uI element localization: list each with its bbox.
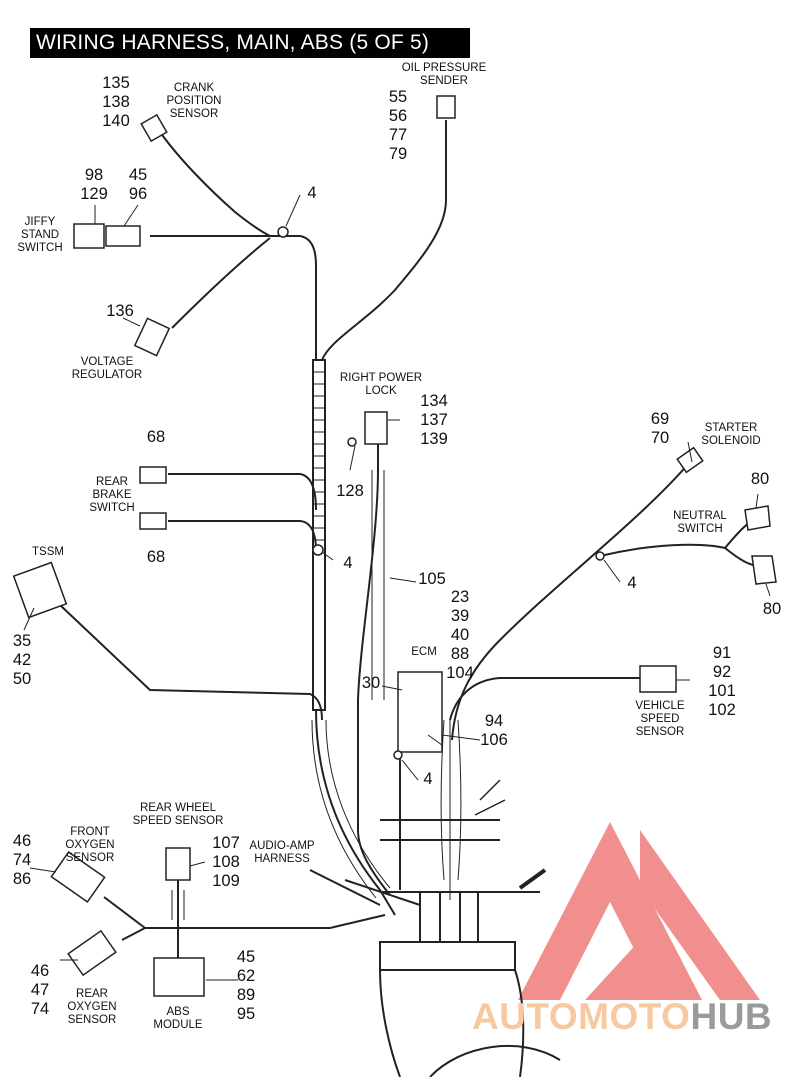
callout-neutral-top: 80 [750, 470, 770, 488]
callout-clip-105: 105 [418, 570, 446, 588]
clip-top [277, 226, 289, 238]
callout-clip-mid: 4 [343, 554, 353, 572]
rear-brake-top-connector [139, 466, 167, 484]
callout-ecm-clip: 4 [423, 770, 433, 788]
watermark-part2: HUB [690, 996, 773, 1037]
voltage-regulator-connector [133, 317, 171, 357]
rear-o2-connector [67, 929, 117, 977]
callout-power-lock-clip: 128 [336, 482, 364, 500]
callout-voltage-reg: 136 [106, 302, 134, 320]
callout-rear-brake-bottom: 68 [146, 548, 166, 566]
frame-bracket [379, 941, 516, 971]
wire-voltage-regulator [171, 237, 271, 329]
starter-connector [676, 446, 704, 474]
wire-vss [449, 677, 640, 721]
wire-main-trunk-upper [270, 235, 317, 360]
neutral-top-connector [744, 505, 771, 531]
front-o2-connector [50, 851, 106, 903]
wire-crank-sensor [159, 131, 271, 237]
rear-brake-bottom-connector [139, 512, 167, 530]
wire-rear-o2 [121, 927, 146, 941]
wire-oil-sender [321, 120, 447, 361]
wire-rear-brake-bottom [168, 520, 317, 551]
wire-front-o2 [103, 896, 146, 929]
callout-rear-brake-top: 68 [146, 428, 166, 446]
jiffy-stand-connector [105, 225, 141, 247]
callout-clip-right: 4 [627, 574, 637, 592]
wire-trunk-lower [315, 709, 396, 916]
callout-neutral-bottom: 80 [762, 600, 782, 618]
page-title: WIRING HARNESS, MAIN, ABS (5 OF 5) [30, 28, 470, 58]
watermark-part1: AUTOMOTO [472, 996, 691, 1037]
trunk-conduit [312, 359, 326, 711]
clip-128 [347, 437, 357, 447]
callout-ecm-30: 30 [361, 674, 381, 692]
label-tssm: TSSM [32, 546, 64, 558]
ecm-module [397, 671, 443, 753]
rear-wheel-speed-connector [165, 847, 191, 881]
wire-rear-brake-top [168, 473, 317, 511]
wire-power-lock [357, 440, 391, 896]
label-ecm: ECM [411, 646, 437, 658]
oil-sender-connector [436, 95, 456, 119]
power-lock-connector [364, 411, 388, 445]
crank-sensor-connector [140, 113, 168, 143]
watermark-text: AUTOMOTOHUB [472, 998, 772, 1036]
clip-mid [312, 544, 324, 556]
jiffy-stand-switch-body [73, 223, 105, 249]
tssm-module [12, 561, 68, 619]
callout-clip-top: 4 [307, 184, 317, 202]
wire-tssm [59, 604, 323, 721]
wire-audio-amp [309, 869, 381, 906]
wire-abs-trunk [145, 914, 386, 929]
wire-starter [451, 461, 691, 741]
watermark-logo [518, 822, 760, 1000]
vss-connector [639, 665, 677, 693]
clip-ecm [393, 750, 403, 760]
abs-module-box [153, 957, 205, 997]
clip-right [595, 551, 605, 561]
neutral-bottom-connector [751, 555, 777, 585]
